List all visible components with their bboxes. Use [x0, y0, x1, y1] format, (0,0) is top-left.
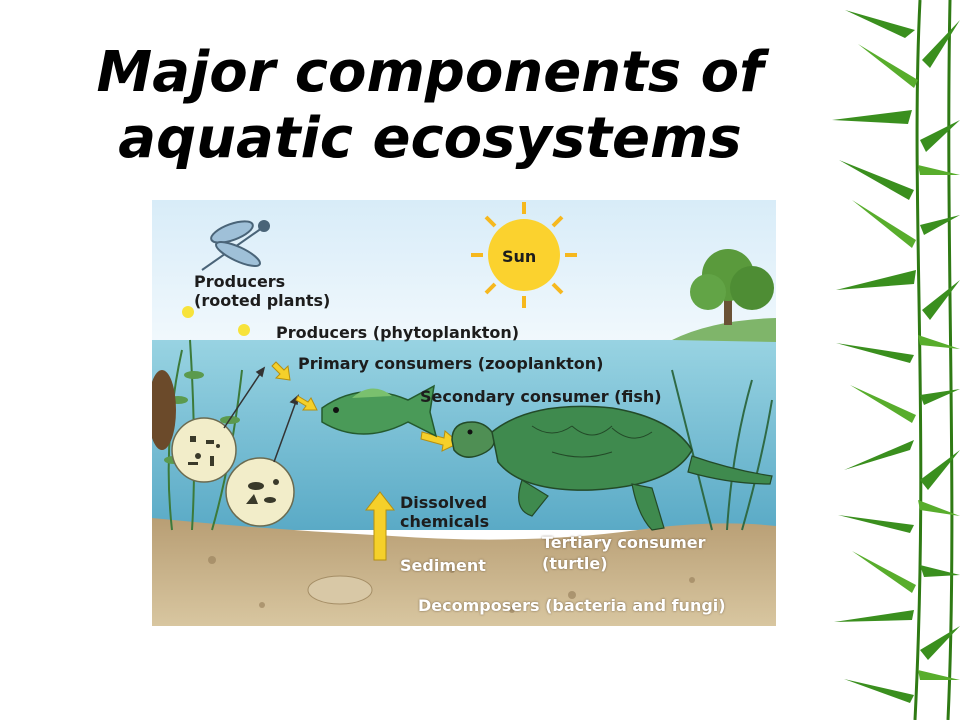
label-tertiary-1: Tertiary consumer: [542, 533, 706, 552]
slide-title: Major components of aquatic ecosystems: [70, 40, 790, 172]
sediment-rock: [307, 575, 373, 605]
sun-icon: [471, 202, 577, 308]
flower-icon: [182, 306, 194, 318]
shore: [672, 318, 776, 342]
label-decomposers: Decomposers (bacteria and fungi): [418, 596, 726, 615]
tree-icon: [690, 249, 774, 325]
slide-title-line-1: Major components of: [96, 40, 764, 105]
food-chain-arrow: [271, 361, 460, 452]
sediment-layer: [152, 518, 776, 626]
aquatic-ecosystem-diagram: Sun Producers (rooted plants) Producers …: [152, 200, 776, 626]
fish-icon: [321, 384, 438, 438]
bamboo-decoration: [810, 0, 960, 721]
label-tertiary-2: (turtle): [542, 554, 608, 573]
dragonfly-icon: [201, 220, 270, 271]
turtle-icon: [451, 405, 773, 531]
label-producers-phytoplankton: Producers (phytoplankton): [276, 323, 520, 342]
label-sun: Sun: [502, 247, 537, 266]
slide-title-line-2: aquatic ecosystems: [118, 106, 742, 171]
dissolved-chemicals-arrow: [364, 491, 396, 561]
label-producers-rooted-1: Producers: [194, 272, 286, 291]
sky: [152, 200, 776, 350]
zooplankton-circle: [225, 457, 295, 527]
label-secondary-consumer: Secondary consumer (fish): [420, 387, 662, 406]
phytoplankton-circle: [171, 417, 237, 483]
label-primary-consumers: Primary consumers (zooplankton): [298, 354, 604, 373]
label-sediment: Sediment: [400, 556, 486, 575]
label-dissolved-2: chemicals: [400, 512, 490, 531]
label-producers-rooted-2: (rooted plants): [194, 291, 331, 310]
label-dissolved-1: Dissolved: [400, 493, 488, 512]
